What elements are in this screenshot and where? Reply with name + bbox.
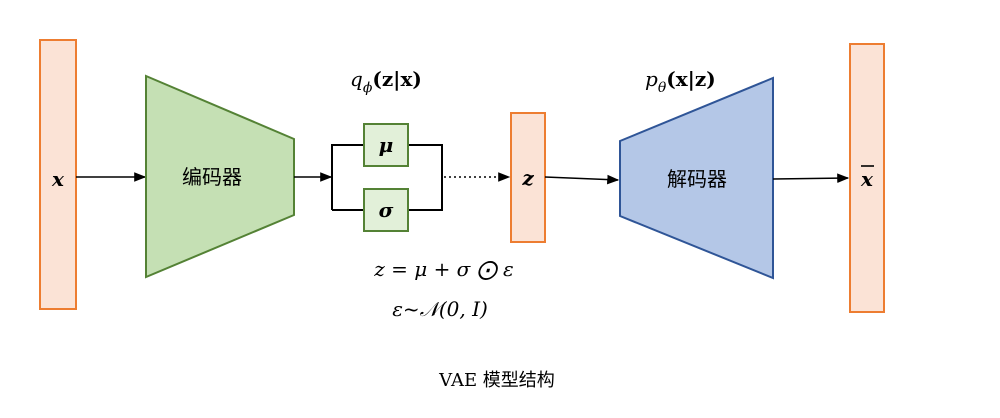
encoder-dist-label: qϕ(z|x) xyxy=(350,67,422,96)
arrow-decoder-output xyxy=(772,173,850,183)
latent-bar xyxy=(510,112,546,243)
decoder-dist-label: pθ(x|z) xyxy=(645,67,716,96)
mu-branch-left xyxy=(331,144,364,210)
latent-label: z xyxy=(521,166,534,190)
figure-caption: VAE 模型结构 xyxy=(438,370,555,391)
output-label: x xyxy=(860,167,874,191)
mu-label: μ xyxy=(379,133,394,157)
encoder-block xyxy=(145,74,295,279)
mu-branch-right xyxy=(408,144,443,211)
arrow-latent-decoder xyxy=(544,174,620,185)
sigma-label: σ xyxy=(379,198,394,222)
decoder-block xyxy=(619,76,774,280)
input-label: x xyxy=(51,167,65,191)
decoder-label: 解码器 xyxy=(667,167,727,191)
sigma-box xyxy=(363,188,409,232)
mu-box xyxy=(363,123,409,167)
input-bar xyxy=(39,39,77,310)
encoder-label: 编码器 xyxy=(182,165,242,189)
noise-formula: ε~𝒩(0, I) xyxy=(392,297,488,321)
reparam-formula: z = μ + σ ⨀ ε xyxy=(373,257,514,281)
output-bar xyxy=(849,43,885,313)
